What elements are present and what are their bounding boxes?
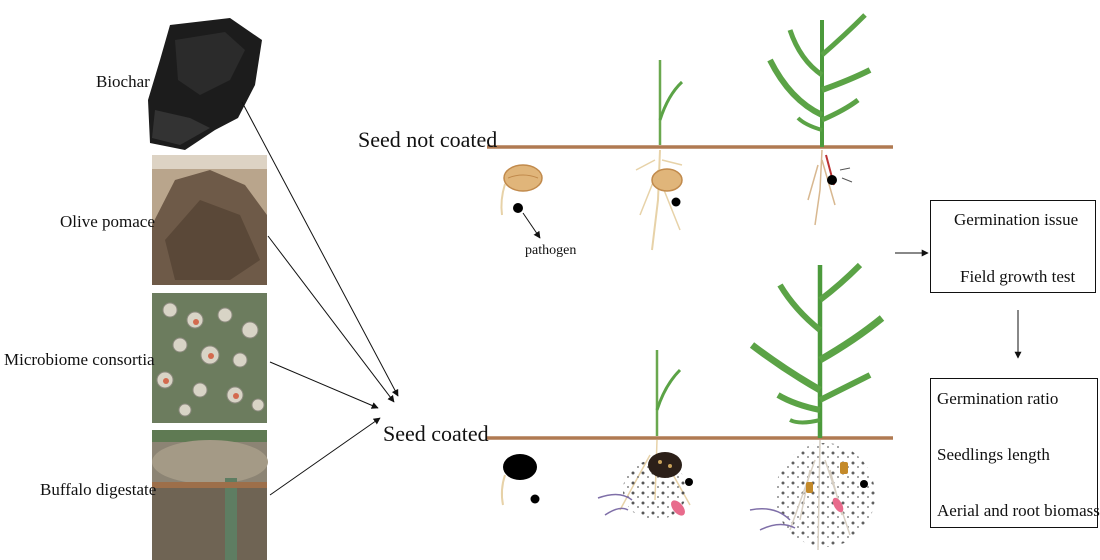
uncoated-seedling-icon [635, 60, 684, 251]
pathogen-icon [860, 480, 868, 488]
uncoated-plant-icon [767, 13, 872, 226]
olive-pomace-image [152, 155, 267, 285]
box-germination-issue: Germination issue [954, 210, 1079, 229]
pathogen-icon [530, 494, 540, 504]
germination-box: Germination issue Field growth test [930, 200, 1096, 293]
box-seedlings-length: Seedlings length [937, 445, 1050, 464]
coated-seedling-icon [597, 350, 691, 520]
label-biochar: Biochar [96, 72, 150, 91]
label-seed-not-coated: Seed not coated [358, 127, 498, 152]
microbiome-image [152, 293, 267, 423]
box-germination-ratio: Germination ratio [937, 389, 1059, 408]
uncoated-seed-icon [500, 164, 543, 216]
label-microbiome: Microbiome consortia [4, 350, 155, 369]
results-box: Germination ratio Seedlings length Aeria… [930, 378, 1100, 528]
input-arrows [241, 101, 399, 496]
pathogen-icon [513, 203, 523, 213]
coated-plant-icon [749, 262, 885, 551]
box-field-growth-test: Field growth test [960, 267, 1076, 286]
label-buffalo-digestate: Buffalo digestate [40, 480, 157, 499]
label-olive-pomace: Olive pomace [60, 212, 155, 231]
pathogen-icon [671, 197, 681, 207]
label-seed-coated: Seed coated [383, 421, 489, 446]
box-biomass: Aerial and root biomass [937, 501, 1100, 520]
biochar-image [148, 18, 262, 150]
coated-seed-icon [500, 454, 537, 506]
label-pathogen: pathogen [525, 243, 577, 258]
pathogen-icon [685, 478, 693, 486]
buffalo-digestate-image [152, 430, 268, 560]
pathogen-arrow [522, 212, 541, 239]
